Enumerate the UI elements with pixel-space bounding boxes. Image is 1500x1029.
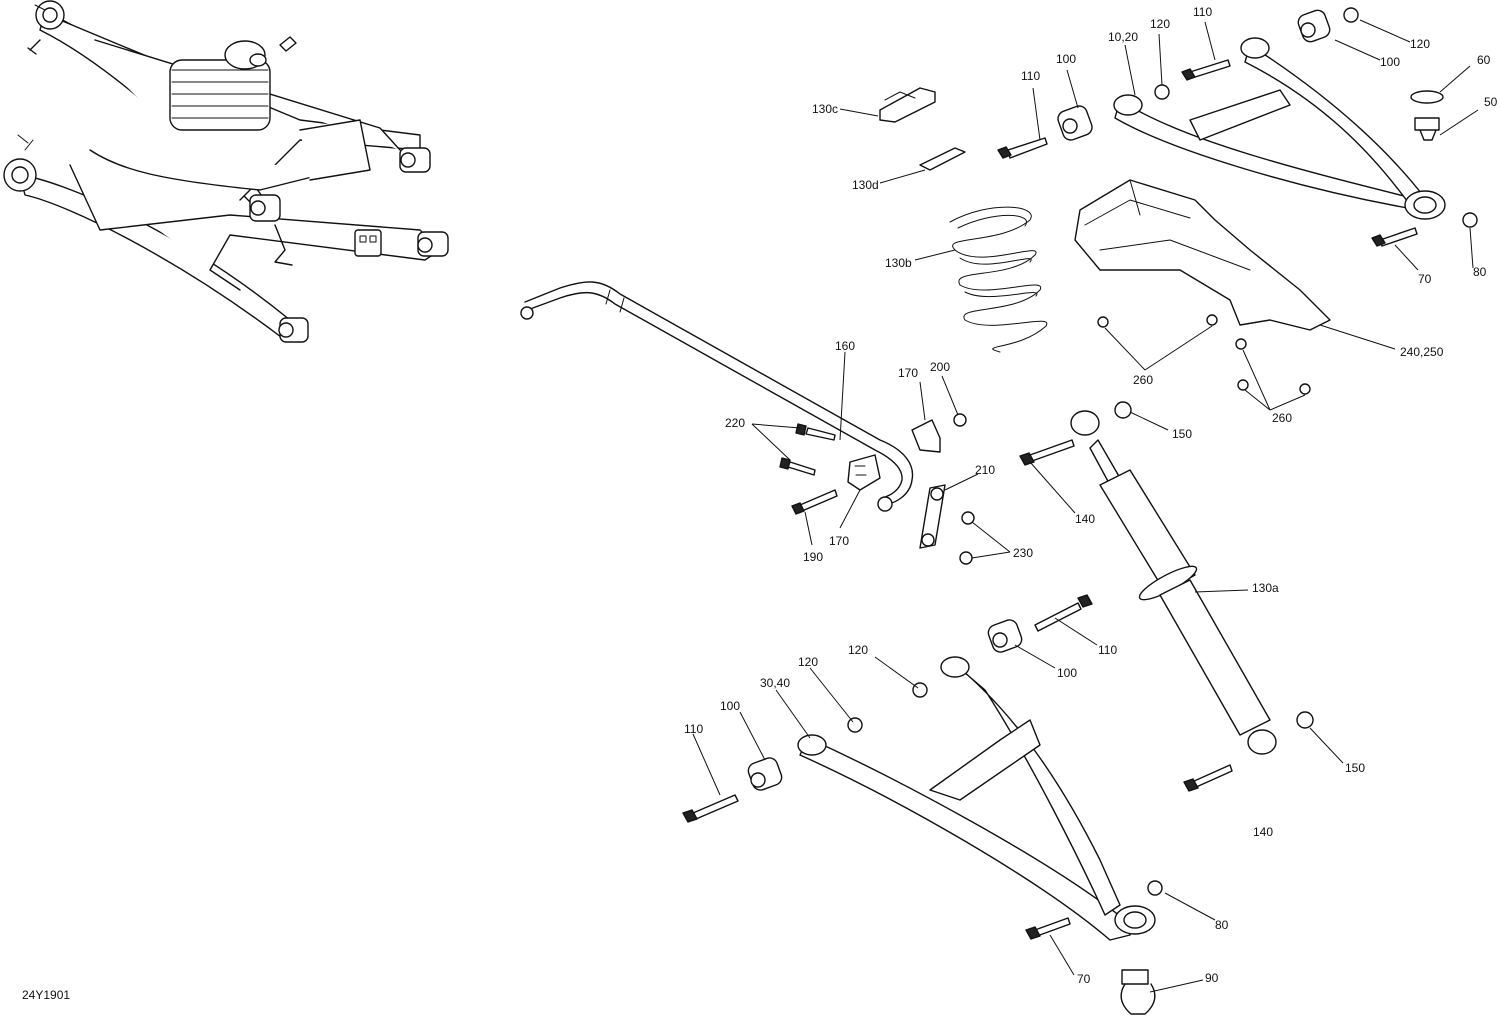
callout-50: 50 [1484, 95, 1498, 109]
callout-10-20: 10,20 [1108, 30, 1138, 44]
callout-190: 190 [803, 550, 823, 564]
callout-80: 80 [1215, 918, 1229, 932]
callout-240-250: 240,250 [1400, 345, 1444, 359]
callout-100: 100 [1057, 666, 1077, 680]
callout-labels: 130c 130d 130b 110 100 10,20 120 110 120… [684, 5, 1498, 986]
lower-hardware [682, 594, 1163, 1015]
callout-90: 90 [1205, 971, 1219, 985]
stabilizer-bar [520, 281, 914, 512]
callout-130d: 130d [852, 178, 879, 192]
callout-210: 210 [975, 463, 995, 477]
callout-140: 140 [1253, 825, 1273, 839]
callout-100: 100 [1380, 55, 1400, 69]
callout-130b: 130b [885, 256, 912, 270]
pad-130d [919, 147, 966, 171]
callout-130c: 130c [812, 102, 838, 116]
callout-170: 170 [829, 534, 849, 548]
drawing-code: 24Y1901 [22, 988, 70, 1002]
cover-240-250 [1074, 179, 1331, 331]
callout-120: 120 [798, 655, 818, 669]
callout-260: 260 [1133, 373, 1153, 387]
callout-160: 160 [835, 339, 855, 353]
nuts-260 [1097, 314, 1311, 395]
callout-230: 230 [1013, 546, 1033, 560]
callout-150: 150 [1172, 427, 1192, 441]
upper-hardware [997, 7, 1478, 247]
callout-220: 220 [725, 416, 745, 430]
callout-70: 70 [1077, 972, 1091, 986]
callout-100: 100 [720, 699, 740, 713]
callout-140: 140 [1075, 512, 1095, 526]
callout-120: 120 [848, 643, 868, 657]
leader-lines [692, 19, 1479, 993]
callout-110: 110 [1021, 69, 1040, 83]
callout-200: 200 [930, 360, 950, 374]
callout-80: 80 [1473, 265, 1487, 279]
callout-150: 150 [1345, 761, 1365, 775]
shock-absorber-130a [1019, 401, 1314, 792]
callout-110: 110 [1098, 643, 1117, 657]
callout-100: 100 [1056, 52, 1076, 66]
stabilizer-hardware [779, 413, 975, 565]
lower-a-arm [797, 656, 1156, 941]
callout-120: 120 [1150, 17, 1170, 31]
callout-70: 70 [1418, 272, 1432, 286]
upper-a-arm [1113, 37, 1446, 220]
callout-260: 260 [1272, 411, 1292, 425]
callout-30-40: 30,40 [760, 676, 790, 690]
callout-170: 170 [898, 366, 918, 380]
callout-110: 110 [684, 722, 703, 736]
assembled-suspension-overview [3, 0, 449, 343]
coil-spring-130b [949, 206, 1048, 353]
pad-130c [879, 87, 936, 123]
callout-130a: 130a [1252, 581, 1279, 595]
callout-60: 60 [1477, 53, 1491, 67]
callout-110: 110 [1193, 5, 1212, 19]
callout-120: 120 [1410, 37, 1430, 51]
